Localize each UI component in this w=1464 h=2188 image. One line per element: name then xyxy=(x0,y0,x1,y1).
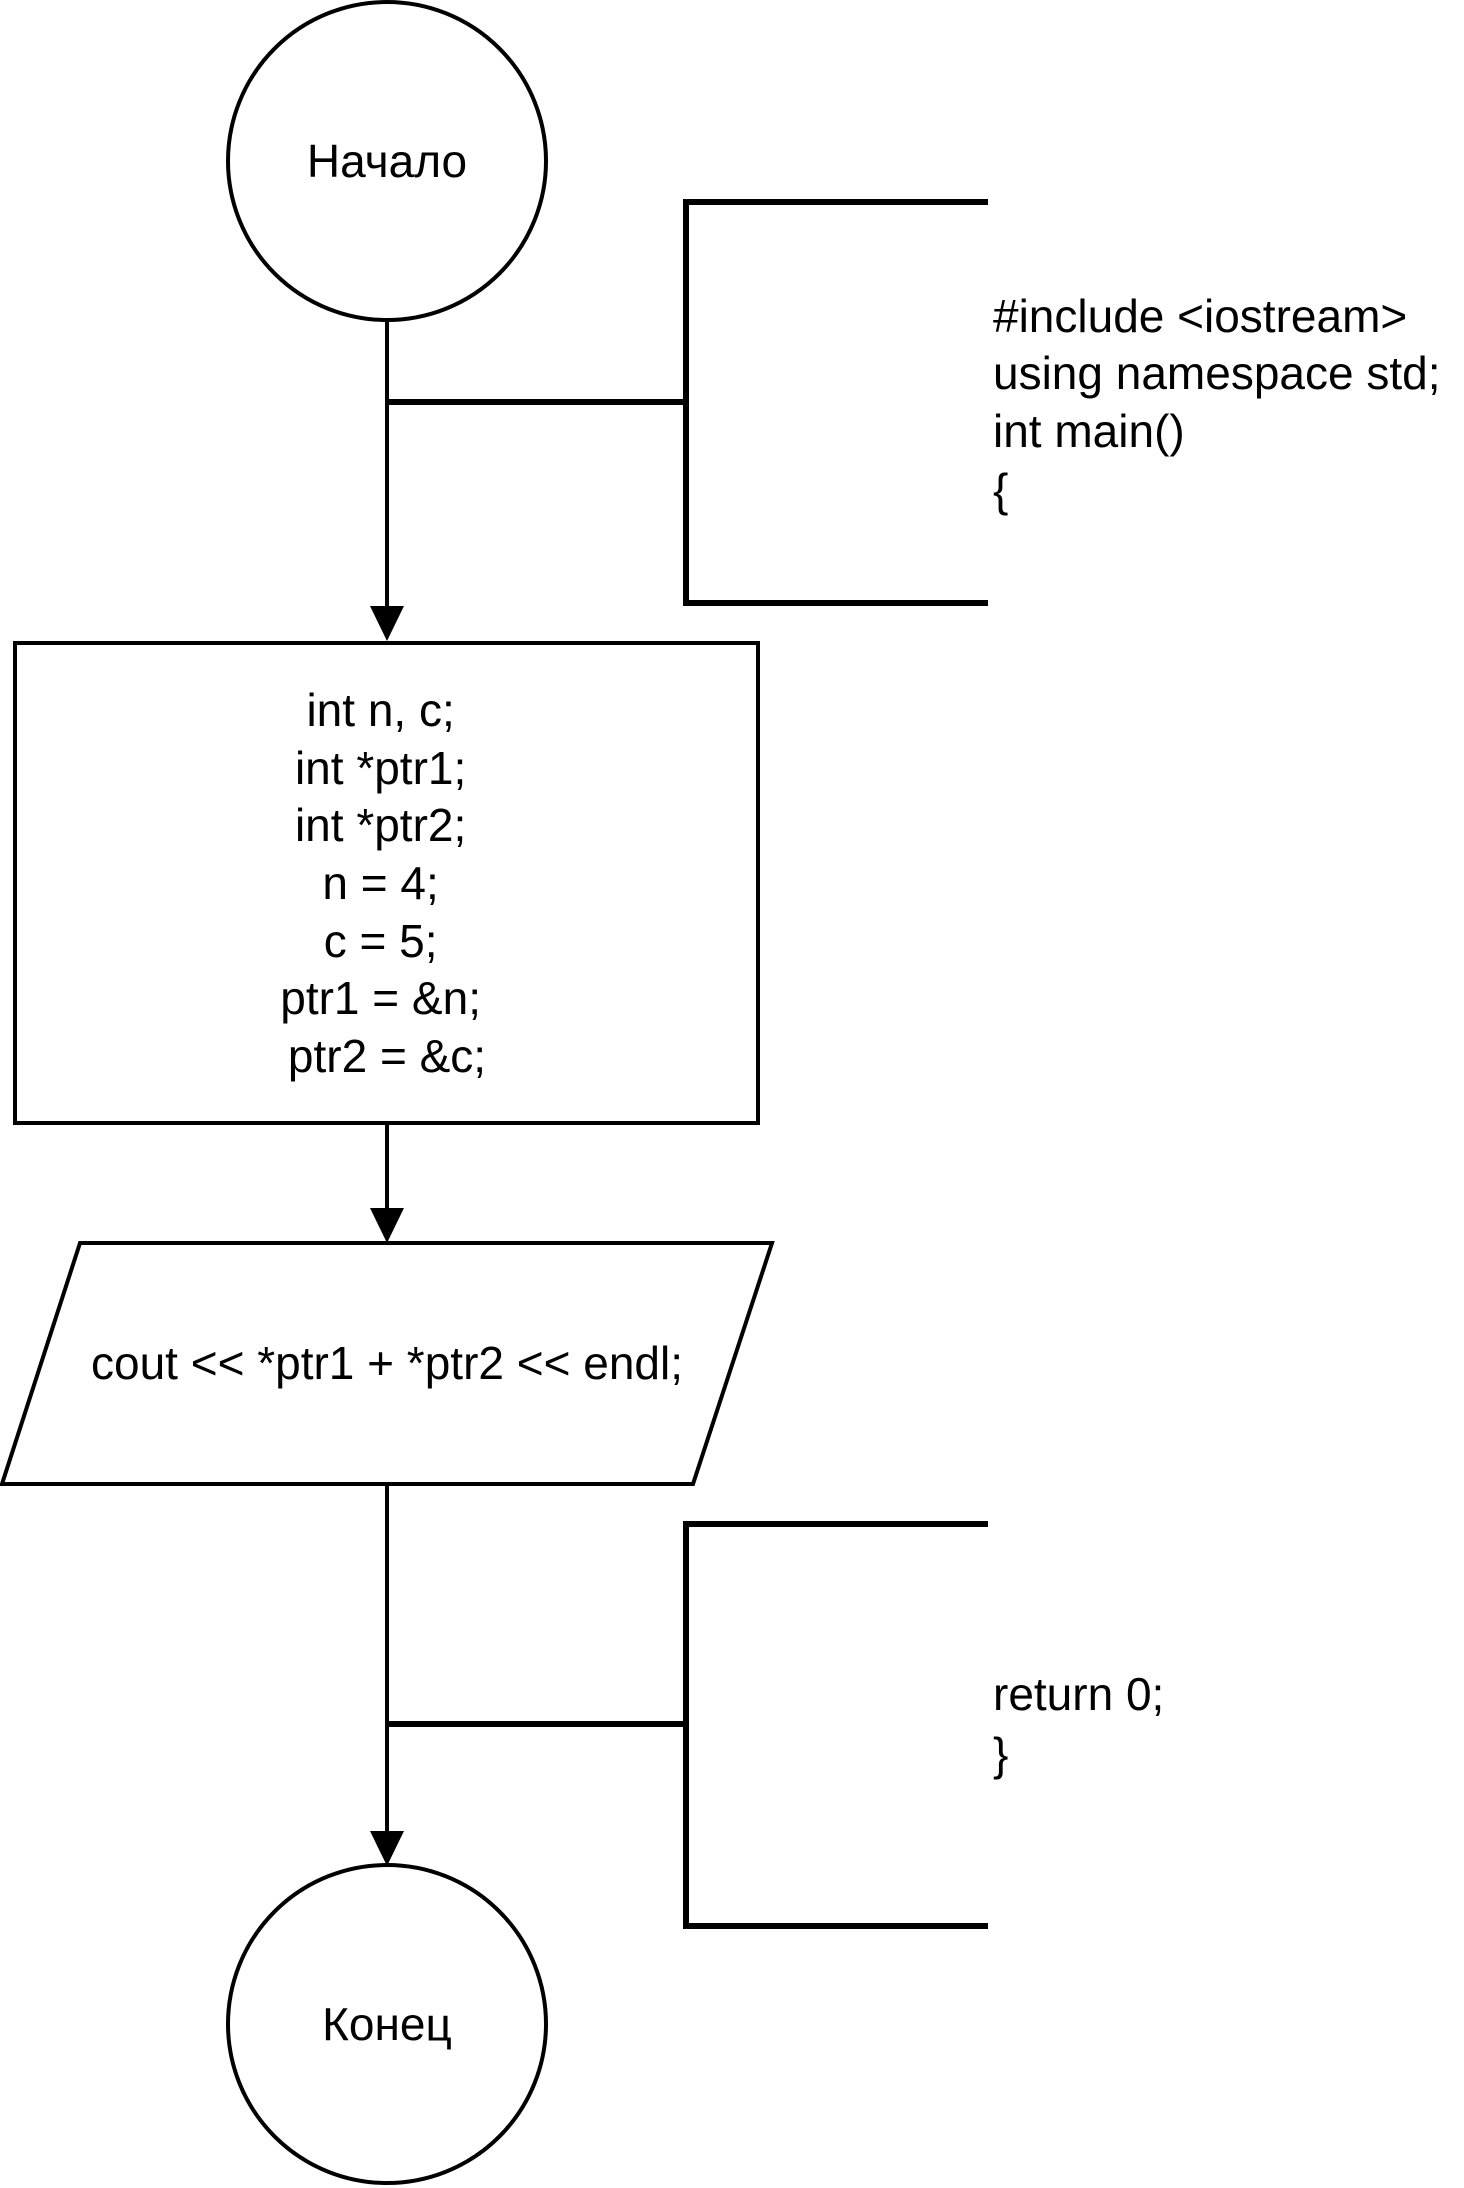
connector-output-to-end xyxy=(370,1484,404,1866)
comment-top: #include <iostream> using namespace std;… xyxy=(387,199,1453,606)
declarations-node: int n, c; int *ptr1; int *ptr2; n = 4; c… xyxy=(13,641,760,1125)
end-label: Конец xyxy=(322,1998,452,2050)
comment-top-text: #include <iostream> using namespace std;… xyxy=(993,290,1453,516)
output-label: cout << *ptr1 + *ptr2 << endl; xyxy=(91,1337,683,1389)
connector-start-to-declarations xyxy=(370,320,404,641)
end-node: Конец xyxy=(226,1863,548,2185)
comment-top-line: int main() xyxy=(993,405,1185,457)
comment-bottom: return 0; } xyxy=(387,1521,1177,1929)
declarations-line: int *ptr1; xyxy=(295,742,466,794)
start-node: Начало xyxy=(226,0,548,322)
arrowhead-icon xyxy=(370,1831,404,1866)
output-parallelogram xyxy=(0,1241,775,1486)
comment-bottom-bracket xyxy=(683,1521,988,1929)
declarations-line: n = 4; xyxy=(322,857,438,909)
comment-bottom-line: } xyxy=(993,1728,1008,1780)
declarations-text: int n, c; int *ptr1; int *ptr2; n = 4; c… xyxy=(280,684,494,1082)
declarations-line: int n, c; xyxy=(306,684,454,736)
declarations-line: ptr2 = &c; xyxy=(288,1030,486,1082)
output-node: cout << *ptr1 + *ptr2 << endl; xyxy=(0,1241,775,1486)
connector-declarations-to-output xyxy=(370,1123,404,1243)
comment-top-line: { xyxy=(993,464,1008,516)
declarations-line: c = 5; xyxy=(324,915,438,967)
comment-top-bracket xyxy=(683,199,988,606)
declarations-line: ptr1 = &n; xyxy=(280,972,481,1024)
declarations-line: int *ptr2; xyxy=(295,799,466,851)
arrowhead-icon xyxy=(370,1208,404,1243)
start-label: Начало xyxy=(307,135,467,187)
comment-top-line: #include <iostream> xyxy=(993,290,1407,342)
comment-top-line: using namespace std; xyxy=(993,347,1441,399)
arrowhead-icon xyxy=(370,606,404,641)
declarations-box xyxy=(13,641,760,1125)
end-circle xyxy=(226,1863,548,2185)
comment-bottom-line: return 0; xyxy=(993,1668,1164,1720)
comment-bottom-text: return 0; } xyxy=(993,1668,1177,1780)
